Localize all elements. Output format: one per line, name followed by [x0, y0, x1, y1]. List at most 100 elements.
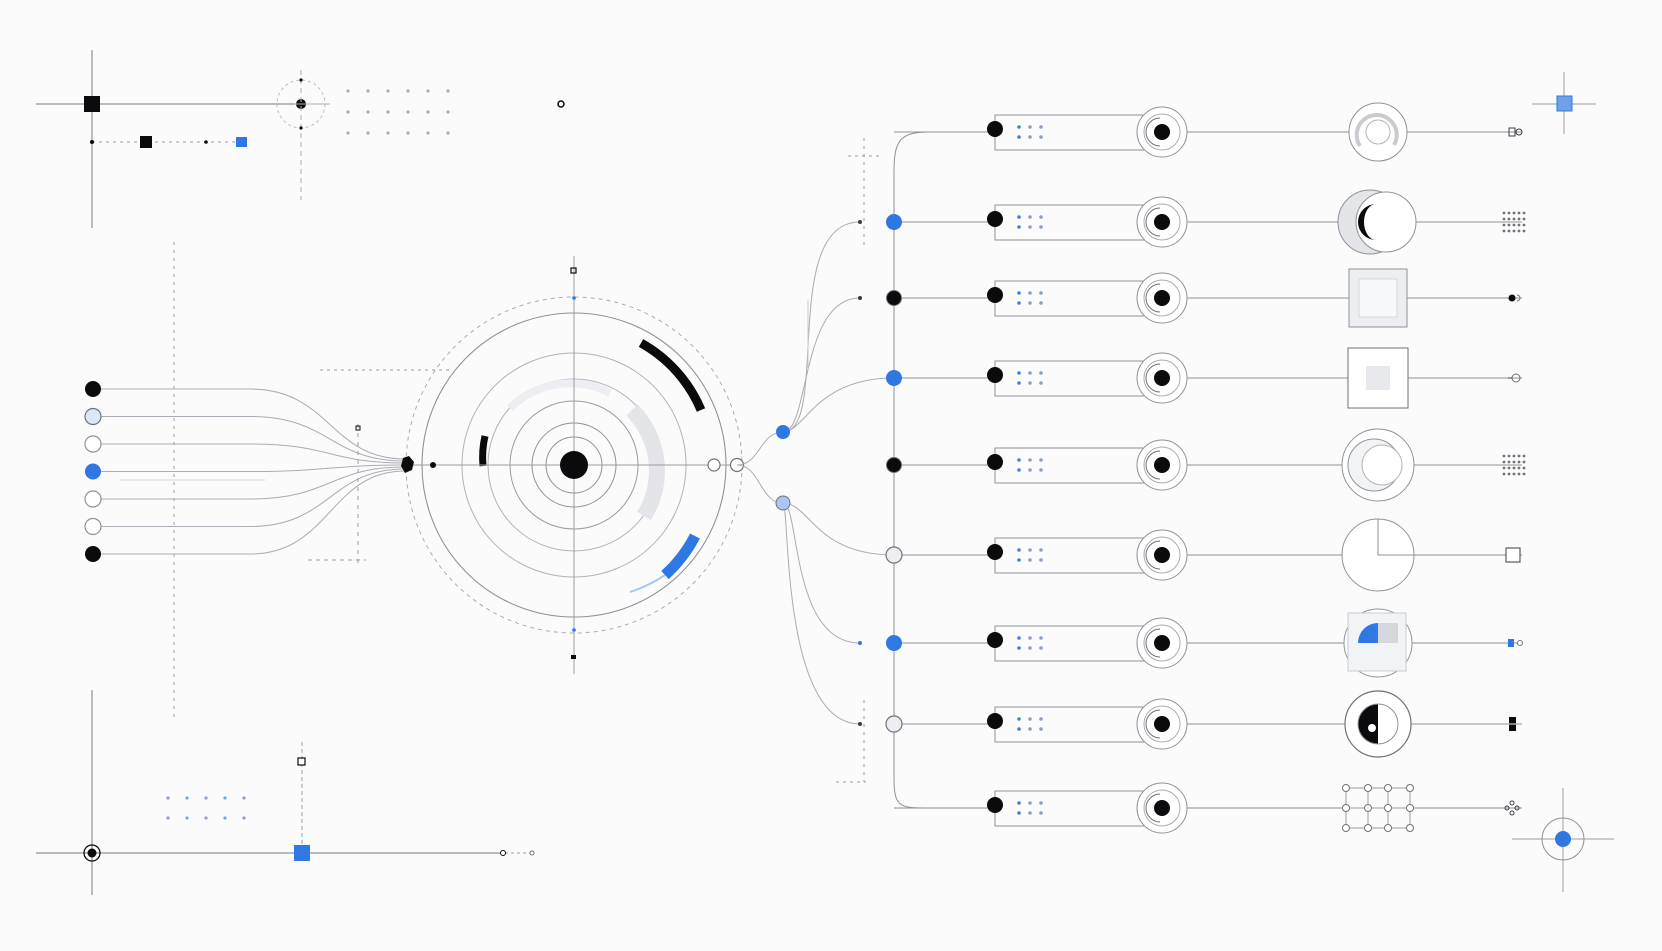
module-box — [994, 204, 1146, 241]
fanout-group — [736, 131, 995, 809]
module-dot — [1039, 215, 1043, 219]
module-dot — [1028, 468, 1032, 472]
module-dot — [1039, 646, 1043, 650]
module-dot — [1039, 801, 1043, 805]
module-port — [987, 713, 1003, 729]
end-glyph-dot — [1512, 211, 1516, 215]
module-box — [994, 114, 1146, 151]
end-glyph-dot — [1522, 211, 1526, 215]
end-shape-inner — [1366, 366, 1390, 390]
bottom-left-crosshair — [36, 690, 535, 895]
grid-node — [1364, 804, 1372, 812]
module-dot — [1028, 801, 1032, 805]
target-arc — [1145, 363, 1161, 393]
module-dot — [1017, 125, 1021, 129]
module-dot — [1017, 468, 1021, 472]
junction-node — [885, 546, 903, 564]
end-glyph-dot — [1507, 472, 1511, 476]
end-glyph-dot — [1517, 460, 1521, 464]
end-glyph-dot — [1512, 223, 1516, 227]
module-dot — [1028, 215, 1032, 219]
grid-dot — [386, 110, 390, 114]
end-glyph-dot — [1512, 454, 1516, 458]
grid-node — [1384, 804, 1392, 812]
module-dot — [1039, 125, 1043, 129]
module-dot — [1028, 717, 1032, 721]
end-glyph-dot — [1517, 217, 1521, 221]
module-dot — [1017, 558, 1021, 562]
grid-dot — [242, 816, 246, 820]
end-glyph — [1505, 547, 1521, 563]
grid-node — [1342, 824, 1350, 832]
end-shape-arc — [1354, 113, 1399, 148]
module-dot — [1017, 636, 1021, 640]
end-glyph — [1509, 810, 1515, 816]
grid-dot — [366, 131, 370, 135]
module-box — [994, 706, 1146, 743]
module-dot — [1017, 717, 1021, 721]
target-core — [1154, 716, 1170, 732]
module-box — [994, 280, 1146, 317]
end-glyph-dot — [1517, 223, 1521, 227]
top-target — [276, 70, 330, 200]
small-blue-square — [236, 137, 247, 147]
module-dot — [1017, 225, 1021, 229]
target-arc — [1145, 709, 1161, 739]
input-group — [84, 381, 406, 562]
target-ring-inner — [1143, 359, 1181, 397]
module-dot — [1028, 558, 1032, 562]
end-glyph-dot — [1502, 217, 1506, 221]
end-glyph-dot — [1502, 466, 1506, 470]
end-glyph-dot — [1502, 229, 1506, 233]
bottom-right-crosshair — [1512, 788, 1614, 892]
target-ring-inner — [1143, 113, 1181, 151]
fan-curve — [782, 297, 861, 433]
module-dot — [1017, 646, 1021, 650]
target-core — [1154, 635, 1170, 651]
module-dot — [1017, 371, 1021, 375]
module-port — [987, 797, 1003, 813]
target-arc — [1145, 793, 1161, 823]
module-dot — [1028, 458, 1032, 462]
end-glyph-dot — [1502, 211, 1506, 215]
grid-dot — [406, 131, 410, 135]
grid-node — [1384, 824, 1392, 832]
right-dashed-guide — [836, 138, 880, 783]
end-shape-wedge — [1358, 623, 1378, 643]
input-node — [84, 407, 102, 426]
grid-dot — [406, 110, 410, 114]
module-dot — [1039, 458, 1043, 462]
grid-dot — [446, 110, 450, 114]
module-dot — [1039, 371, 1043, 375]
module-port — [987, 211, 1003, 227]
fan-curve — [736, 464, 784, 504]
end-glyph-dot — [1522, 454, 1526, 458]
module-dot — [1028, 135, 1032, 139]
target-ring-inner — [1143, 203, 1181, 241]
junction-node — [886, 635, 902, 651]
module-box — [994, 625, 1146, 662]
grid-dot — [426, 110, 430, 114]
target-ring-inner — [1143, 705, 1181, 743]
blue-square-marker — [294, 845, 310, 861]
junction-node — [885, 715, 903, 733]
input-node — [84, 490, 102, 508]
small-black-square — [140, 136, 152, 148]
module-dot — [1017, 301, 1021, 305]
end-glyph-dot — [1522, 466, 1526, 470]
junction-node — [886, 370, 902, 386]
grid-dot — [204, 816, 208, 820]
end-glyph-dot — [1512, 217, 1516, 221]
input-line — [93, 464, 406, 472]
grid-dot — [204, 796, 208, 800]
target-core — [1154, 547, 1170, 563]
branch-row — [885, 690, 1522, 758]
module-dot — [1039, 135, 1043, 139]
end-glyph-dot — [1502, 454, 1506, 458]
module-port — [987, 287, 1003, 303]
end-glyph-dot — [1517, 211, 1521, 215]
branch-row — [886, 428, 1526, 502]
end-glyph — [1509, 800, 1515, 806]
